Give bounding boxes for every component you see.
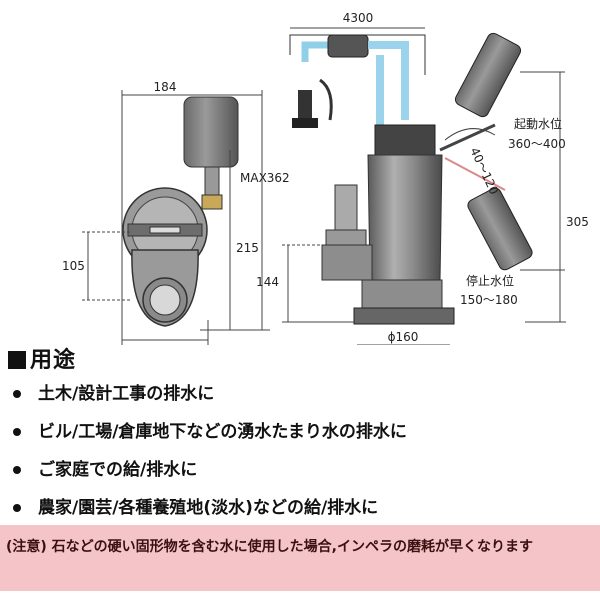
list-item: 土木/設計工事の排水に [0, 382, 600, 420]
dim-angle-range: 40～120 [467, 145, 501, 196]
list-item: ビル/工場/倉庫地下などの湧水たまり水の排水に [0, 420, 600, 458]
uses-heading: 用途 [8, 342, 76, 374]
square-bullet-icon [8, 351, 26, 369]
caution-note: (注意) 石などの硬い固形物を含む水に使用した場合,インペラの磨耗が早くなります [0, 525, 600, 591]
dim-width-4300: 4300 [343, 11, 374, 25]
dim-max-height: MAX362 [240, 171, 290, 185]
dim-height-215: 215 [236, 241, 259, 255]
bullet-icon [13, 428, 21, 436]
pump-dimension-diagram: 184 MAX362 215 105 140 [62, 11, 589, 345]
bullet-icon [13, 466, 21, 474]
dim-height-305: 305 [566, 215, 589, 229]
top-view [82, 90, 270, 345]
dim-height-144: 144 [256, 275, 279, 289]
dim-width-140: 140 [150, 343, 173, 345]
list-item: 農家/園芸/各種養殖地(淡水)などの給/排水に [0, 496, 600, 534]
list-item: ご家庭での給/排水に [0, 458, 600, 496]
dim-width-184: 184 [154, 80, 177, 94]
caution-note-text: (注意) 石などの硬い固形物を含む水に使用した場合,インペラの磨耗が早くなります [6, 539, 533, 555]
side-view [282, 27, 566, 345]
uses-title-text: 用途 [30, 348, 77, 373]
bullet-icon [13, 390, 21, 398]
dim-height-105: 105 [62, 259, 85, 273]
stop-level-title: 停止水位 [466, 273, 514, 288]
dim-diameter: ϕ160 [388, 330, 419, 344]
bullet-icon [13, 504, 21, 512]
use-list: 土木/設計工事の排水に ビル/工場/倉庫地下などの湧水たまり水の排水に ご家庭で… [0, 382, 600, 534]
start-level-range: 360～400 [508, 137, 566, 151]
stop-level-range: 150～180 [460, 293, 518, 307]
start-level-title: 起動水位 [514, 116, 562, 131]
